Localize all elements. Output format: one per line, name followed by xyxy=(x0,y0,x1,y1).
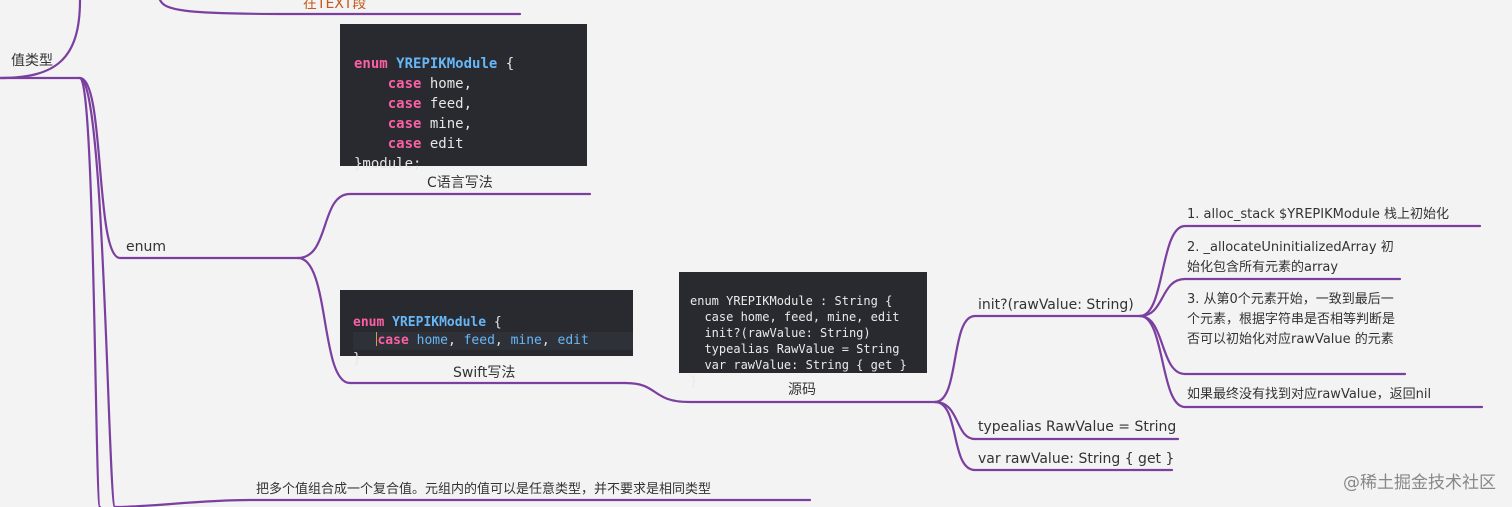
code-text: init?(rawValue: String) xyxy=(690,326,871,340)
node-source[interactable]: 源码 xyxy=(788,382,816,398)
connector-to-init xyxy=(933,314,1142,404)
node-tuple-desc[interactable]: 把多个值组合成一个复合值。元组内的值可以是任意类型，并不要求是相同类型 xyxy=(256,482,712,497)
code-text: } xyxy=(353,351,361,366)
connector-to-var xyxy=(933,400,1174,472)
connector-to-source xyxy=(623,381,937,404)
code-text: } xyxy=(690,374,698,388)
code-text: feed, xyxy=(421,96,473,112)
code-text: }module; xyxy=(354,156,422,172)
code-text: { xyxy=(486,315,502,330)
node-step2[interactable]: 2. _allocateUninitializedArray 初始化包含所有元素… xyxy=(1187,240,1394,275)
node-swift-style[interactable]: Swift写法 xyxy=(453,365,516,381)
node-typealias[interactable]: typealias RawValue = String xyxy=(978,419,1177,435)
connector-to-swift xyxy=(296,256,627,385)
code-keyword: case xyxy=(387,76,422,92)
text-cursor xyxy=(376,332,378,346)
code-sep: , xyxy=(447,333,464,348)
code-text: enum YREPIKModule : String { xyxy=(690,294,893,308)
connector-to-step1 xyxy=(1138,224,1482,318)
code-text: edit xyxy=(421,136,464,152)
node-value-types[interactable]: 值类型 xyxy=(11,53,53,69)
code-block-c: enum YREPIKModule { case home, case feed… xyxy=(340,24,587,172)
code-text: home, xyxy=(421,76,473,92)
node-c-style[interactable]: C语言写法 xyxy=(427,175,493,191)
code-keyword: case xyxy=(387,96,422,112)
connector-top-partial xyxy=(158,0,522,16)
code-type-name: YREPIKModule xyxy=(396,56,498,72)
connector-trunk-2 xyxy=(78,76,117,507)
code-keyword: case xyxy=(377,333,409,348)
connector-to-c xyxy=(296,192,592,260)
code-case-name: home xyxy=(416,333,448,348)
code-text: case home, feed, mine, edit xyxy=(690,310,900,324)
code-text: mine, xyxy=(421,116,473,132)
connector-to-step2 xyxy=(1138,277,1402,318)
connector-to-tuple xyxy=(113,498,812,507)
code-case-name: feed xyxy=(463,333,495,348)
code-keyword: enum xyxy=(353,315,385,330)
code-case-name: edit xyxy=(557,333,589,348)
watermark: @稀土掘金技术社区 xyxy=(1343,473,1496,493)
node-var-raw[interactable]: var rawValue: String { get } xyxy=(978,451,1175,467)
code-case-name: mine xyxy=(510,333,542,348)
code-text: typealias RawValue = String xyxy=(690,342,900,356)
code-type-name: YREPIKModule xyxy=(392,315,487,330)
code-keyword: case xyxy=(387,136,422,152)
code-block-source: enum YREPIKModule : String { case home, … xyxy=(679,272,927,388)
node-init-raw[interactable]: init?(rawValue: String) xyxy=(978,297,1134,313)
node-step1[interactable]: 1. alloc_stack $YREPIKModule 栈上初始化 xyxy=(1187,207,1450,222)
code-sep: , xyxy=(541,333,558,348)
code-keyword: enum xyxy=(354,56,388,72)
code-keyword: case xyxy=(387,116,422,132)
top-partial-label: 在TEXT段 xyxy=(303,0,367,12)
code-block-swift: enum YREPIKModule { case home, feed, min… xyxy=(340,290,633,366)
code-text: var rawValue: String { get } xyxy=(690,358,907,372)
connector-to-enum xyxy=(78,76,300,260)
node-step4[interactable]: 如果最终没有找到对应rawValue，返回nil xyxy=(1187,387,1432,402)
code-text: { xyxy=(497,56,515,72)
node-enum[interactable]: enum xyxy=(126,239,166,255)
node-step3[interactable]: 3. 从第0个元素开始，一致到最后一个元素，根据字符串是否相等判断是否可以初始化… xyxy=(1187,292,1396,347)
connector-trunk-1 xyxy=(78,76,102,507)
code-highlight-line: case home, feed, mine, edit xyxy=(353,332,633,350)
connector-to-step4 xyxy=(1138,314,1484,409)
code-sep: , xyxy=(494,333,511,348)
